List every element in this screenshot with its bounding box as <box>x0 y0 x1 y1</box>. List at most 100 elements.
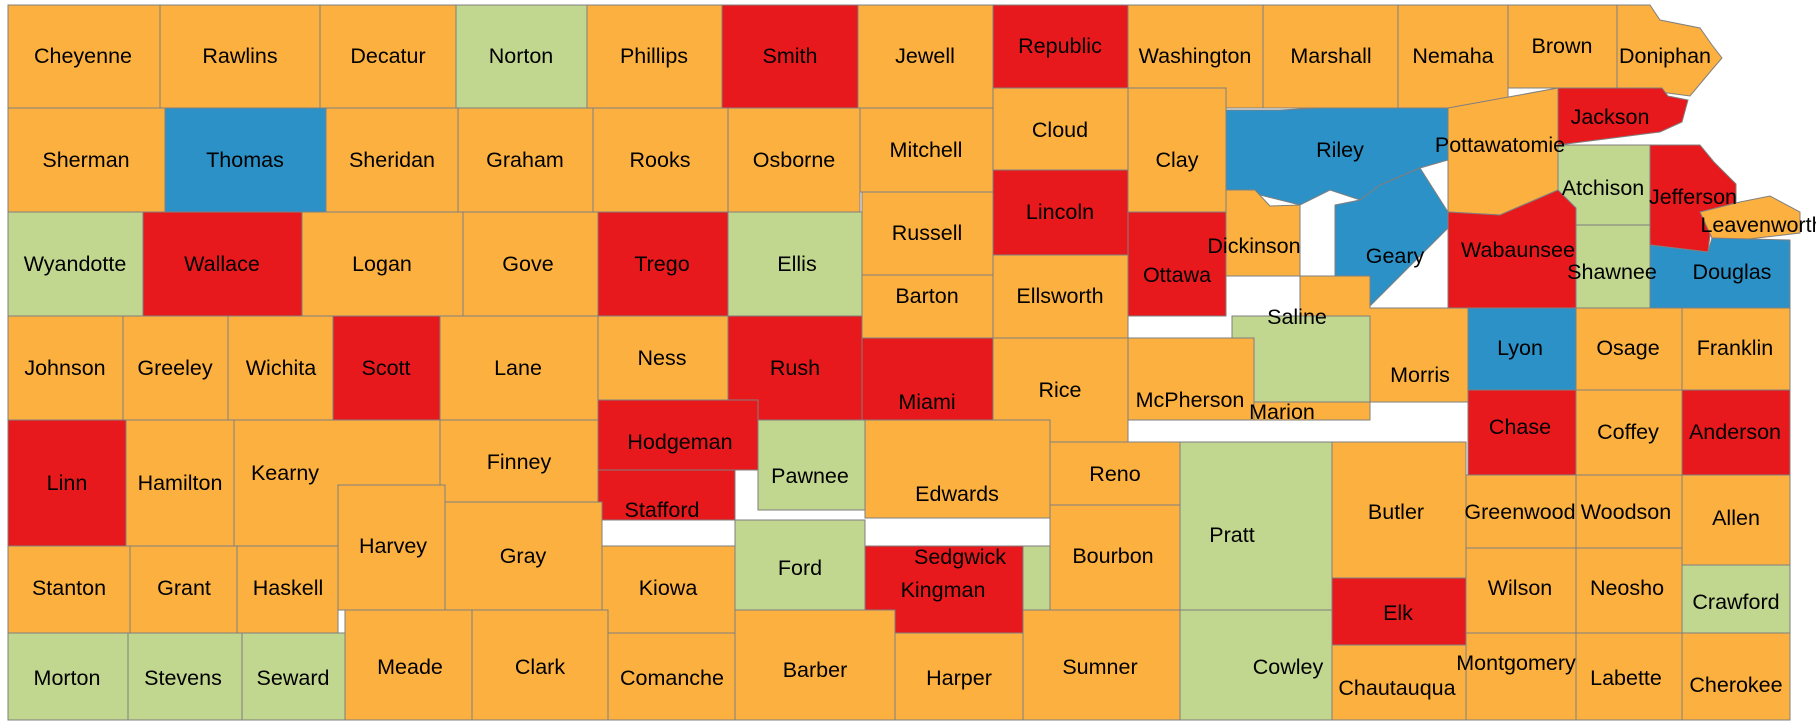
county-label-ottawa: Ottawa <box>1143 263 1211 287</box>
county-label-douglas: Douglas <box>1693 260 1772 284</box>
county-label-morton: Morton <box>34 666 101 690</box>
county-label-kingman: Kingman <box>901 578 986 602</box>
county-label-trego: Trego <box>634 252 689 276</box>
county-label-clay: Clay <box>1155 148 1198 172</box>
county-label-gray: Gray <box>500 544 547 568</box>
county-label-comanche: Comanche <box>620 666 724 690</box>
county-label-cheyenne: Cheyenne <box>34 44 132 68</box>
county-label-sherman: Sherman <box>42 148 129 172</box>
county-label-hamilton: Hamilton <box>138 471 223 495</box>
county-label-montgomery: Montgomery <box>1456 651 1576 675</box>
county-label-coffey: Coffey <box>1597 420 1659 444</box>
county-label-rawlins: Rawlins <box>202 44 277 68</box>
county-label-cloud: Cloud <box>1032 118 1088 142</box>
county-label-wallace: Wallace <box>184 252 260 276</box>
county-label-harper: Harper <box>926 666 992 690</box>
county-label-norton: Norton <box>489 44 554 68</box>
county-label-stevens: Stevens <box>144 666 222 690</box>
county-label-greenwood: Greenwood <box>1464 500 1575 524</box>
county-label-atchison: Atchison <box>1562 176 1644 200</box>
county-label-lyon: Lyon <box>1497 336 1543 360</box>
county-label-rush: Rush <box>770 356 820 380</box>
county-label-lincoln: Lincoln <box>1026 200 1094 224</box>
county-label-clark: Clark <box>515 655 565 679</box>
county-label-stanton: Stanton <box>32 576 106 600</box>
county-pratt <box>1179 441 1333 611</box>
county-label-washington: Washington <box>1139 44 1252 68</box>
county-label-smith: Smith <box>763 44 818 68</box>
county-label-osborne: Osborne <box>753 148 835 172</box>
county-label-bourbon: Bourbon <box>1072 544 1153 568</box>
county-label-greeley: Greeley <box>137 356 213 380</box>
county-label-brown: Brown <box>1532 34 1593 58</box>
county-label-miami: Miami <box>898 390 955 414</box>
county-label-wabaunsee: Wabaunsee <box>1461 238 1575 262</box>
county-label-wilson: Wilson <box>1488 576 1553 600</box>
county-shapes <box>7 4 1801 721</box>
county-label-jewell: Jewell <box>895 44 955 68</box>
county-label-chautauqua: Chautauqua <box>1338 676 1455 700</box>
county-label-reno: Reno <box>1089 462 1140 486</box>
county-label-grant: Grant <box>157 576 211 600</box>
county-label-ness: Ness <box>638 346 687 370</box>
county-label-jackson: Jackson <box>1571 105 1650 129</box>
county-label-sumner: Sumner <box>1062 655 1137 679</box>
county-label-pottawatomie: Pottawatomie <box>1435 133 1565 157</box>
county-label-kiowa: Kiowa <box>639 576 698 600</box>
county-label-neosho: Neosho <box>1590 576 1664 600</box>
county-label-doniphan: Doniphan <box>1619 44 1711 68</box>
county-label-ford: Ford <box>778 556 822 580</box>
county-label-meade: Meade <box>377 655 443 679</box>
county-label-edwards: Edwards <box>915 482 999 506</box>
county-label-mcpherson: McPherson <box>1136 388 1245 412</box>
county-label-sheridan: Sheridan <box>349 148 435 172</box>
county-label-thomas: Thomas <box>206 148 284 172</box>
county-label-barber: Barber <box>783 658 848 682</box>
county-label-crawford: Crawford <box>1692 590 1779 614</box>
county-label-republic: Republic <box>1018 34 1102 58</box>
county-label-wyandotte: Wyandotte <box>24 252 127 276</box>
county-label-chase: Chase <box>1489 415 1551 439</box>
county-label-cowley: Cowley <box>1253 655 1324 679</box>
county-label-jefferson: Jefferson <box>1649 185 1737 209</box>
county-label-stafford: Stafford <box>625 498 700 522</box>
county-label-morris: Morris <box>1390 363 1450 387</box>
county-label-osage: Osage <box>1596 336 1659 360</box>
county-label-gove: Gove <box>502 252 553 276</box>
county-label-geary: Geary <box>1366 244 1425 268</box>
county-label-logan: Logan <box>352 252 412 276</box>
county-jackson <box>1557 87 1689 146</box>
county-label-allen: Allen <box>1712 506 1760 530</box>
county-label-cherokee: Cherokee <box>1689 673 1782 697</box>
county-label-saline: Saline <box>1267 305 1327 329</box>
county-label-sedgwick: Sedgwick <box>914 545 1006 569</box>
county-label-ellsworth: Ellsworth <box>1016 284 1103 308</box>
county-label-nemaha: Nemaha <box>1412 44 1493 68</box>
county-label-leavenworth: Leavenworth <box>1700 213 1816 237</box>
county-label-linn: Linn <box>47 471 88 495</box>
county-label-lane: Lane <box>494 356 542 380</box>
county-label-rice: Rice <box>1038 378 1081 402</box>
county-label-barton: Barton <box>895 284 958 308</box>
county-label-marshall: Marshall <box>1290 44 1371 68</box>
county-cherokee <box>1681 632 1791 721</box>
county-label-kearny: Kearny <box>251 461 319 485</box>
county-label-harvey: Harvey <box>359 534 427 558</box>
county-label-wichita: Wichita <box>246 356 317 380</box>
county-label-franklin: Franklin <box>1697 336 1773 360</box>
county-label-elk: Elk <box>1383 601 1413 625</box>
county-dickinson <box>1225 189 1301 277</box>
county-label-russell: Russell <box>892 221 963 245</box>
county-label-labette: Labette <box>1590 666 1662 690</box>
county-label-pratt: Pratt <box>1209 523 1254 547</box>
county-label-dickinson: Dickinson <box>1207 234 1300 258</box>
county-label-rooks: Rooks <box>630 148 691 172</box>
county-label-riley: Riley <box>1316 138 1364 162</box>
county-label-anderson: Anderson <box>1689 420 1781 444</box>
county-label-butler: Butler <box>1368 500 1424 524</box>
county-label-ellis: Ellis <box>777 252 816 276</box>
county-label-haskell: Haskell <box>253 576 324 600</box>
county-label-graham: Graham <box>486 148 564 172</box>
county-label-hodgeman: Hodgeman <box>627 430 732 454</box>
